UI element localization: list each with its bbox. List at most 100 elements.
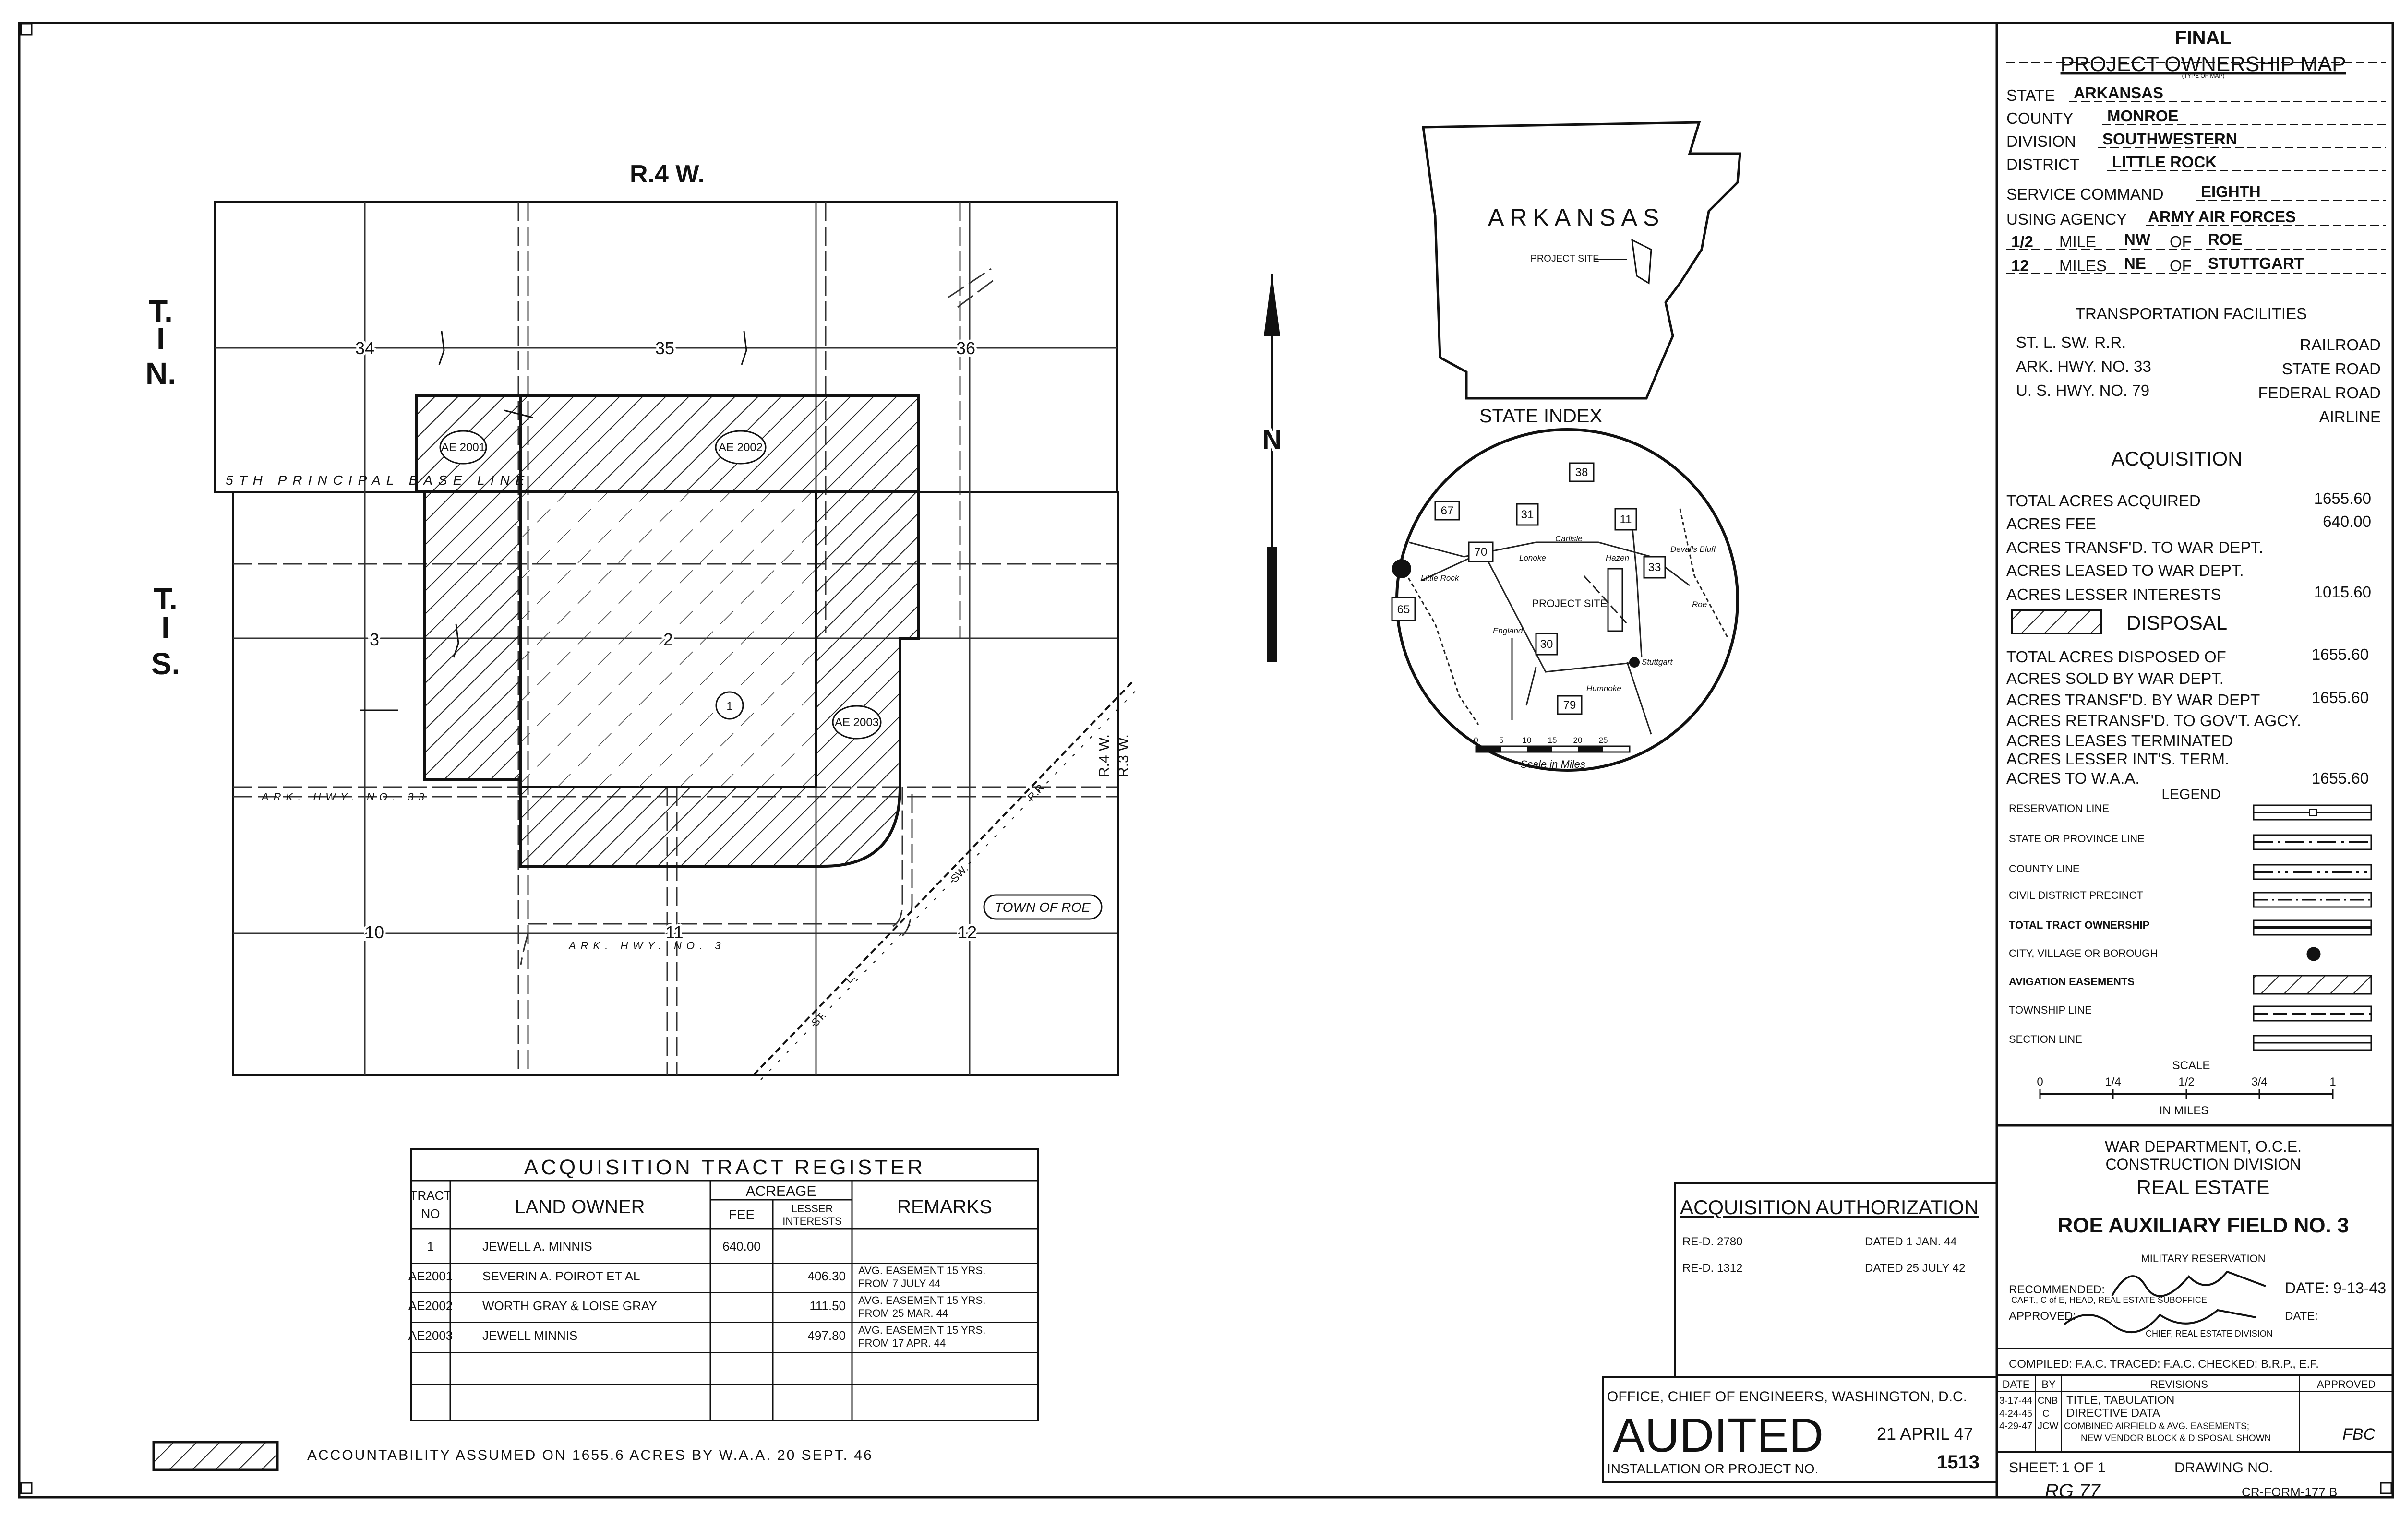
vic-scale-5: 5 [1499,736,1503,745]
route-67: 67 [1441,504,1454,517]
sheet-value: 1 OF 1 [2062,1460,2106,1476]
register-col-acreage: ACREAGE [746,1183,816,1199]
row-owner: JEWELL MINNIS [482,1328,577,1343]
disp-value-2: 1655.60 [2312,689,2369,706]
tb-loc2-dir: NE [2124,254,2146,272]
section-3: 3 [370,630,379,649]
route-31: 31 [1521,508,1534,521]
route-70: 70 [1475,546,1488,559]
transport-title: TRANSPORTATION FACILITIES [2076,305,2307,322]
rev-date-1: 4-24-45 [1999,1409,2032,1419]
disp-value-0: 1655.60 [2312,645,2369,663]
tract-label-1-circle [715,691,744,720]
disp-value-6: 1655.60 [2312,769,2369,787]
table-row: AE2003 JEWELL MINNIS 497.80 AVG. EASEMEN… [408,1324,986,1349]
base-line-label: 5TH PRINCIPAL BASE LINE [226,473,530,488]
row-lesser: 406.30 [807,1269,846,1283]
acquisition-rows: TOTAL ACRES ACQUIRED 1655.60 ACRES FEE 6… [2006,489,2371,603]
register-col-fee: FEE [729,1207,755,1222]
state-name: ARKANSAS [1488,204,1665,231]
rev-date-0: 3-17-44 [1999,1396,2032,1406]
rev-text-0: TITLE, TABULATION [2066,1394,2174,1407]
tb-district-label: DISTRICT [2006,155,2079,173]
rev-col-by: BY [2041,1378,2056,1390]
authorization-date-1: DATED 1 JAN. 44 [1865,1235,1957,1248]
highway-3-label: ARK. HWY. NO. 3 [568,940,725,952]
arkansas-outline [1422,121,1741,400]
tb-county-value: MONROE [2107,107,2179,125]
register-col-owner: LAND OWNER [515,1196,645,1218]
acq-label-3: ACRES LEASED TO WAR DEPT. [2006,561,2244,579]
row-owner: JEWELL A. MINNIS [482,1239,592,1253]
town-hazen: Hazen [1606,553,1629,562]
tb-loc2-of: OF [2170,257,2192,275]
township-north-dir: N. [145,356,176,391]
site-map: R.4 W. T. I N. T. I S. [145,160,1285,1080]
acq-label-2: ACRES TRANSF'D. TO WAR DEPT. [2006,538,2263,556]
tb-fields: STATE ARKANSAS COUNTY MONROE DIVISION SO… [2006,84,2304,275]
corner-mark-tl [20,23,33,36]
disp-label-0: TOTAL ACRES DISPOSED OF [2006,648,2226,666]
row-tract: AE2001 [408,1269,453,1283]
agency-line-1: WAR DEPARTMENT, O.C.E. [2105,1138,2302,1155]
state-index: ARKANSAS PROJECT SITE STATE INDEX [1422,121,1741,427]
tb-loc1-dir: NW [2124,230,2151,248]
tb-loc1-place: ROE [2208,230,2243,248]
recommended-title: CAPT., C of E, HEAD, REAL ESTATE SUBOFFI… [2011,1295,2207,1305]
authorization-date-2: DATED 25 JULY 42 [1865,1262,1965,1275]
form-number: CR-FORM-177 B [2242,1485,2337,1499]
rev-text-2: COMBINED AIRFIELD & AVG. EASEMENTS; [2064,1421,2249,1432]
disp-label-3: ACRES RETRANSF'D. TO GOV'T. AGCY. [2006,712,2301,729]
tb-county-label: COUNTY [2006,109,2073,127]
project-subtitle: MILITARY RESERVATION [2141,1253,2265,1265]
rev-text-1: DIRECTIVE DATA [2066,1407,2160,1420]
authorization-re-1: RE-D. 2780 [1682,1235,1742,1248]
disp-label-6: ACRES TO W.A.A. [2006,769,2140,787]
table-row: AE2001 SEVERIN A. POIROT ET AL 406.30 AV… [408,1265,986,1289]
acq-value-1: 640.00 [2323,513,2371,530]
tract-label-ae2003: AE 2003 [835,716,879,729]
highway-33-label: ARK. HWY. NO. 33 [261,791,429,803]
approved-title: CHIEF, REAL ESTATE DIVISION [2146,1329,2273,1338]
compiled-line: COMPILED: F.A.C. TRACED: F.A.C. CHECKED:… [2009,1358,2319,1371]
tb-command-label: SERVICE COMMAND [2006,185,2164,203]
township-north-num: I [156,322,165,356]
sheet-label: SHEET: [2009,1460,2059,1476]
corner-mark-bl [20,1482,33,1494]
tb-division-value: SOUTHWESTERN [2102,130,2237,148]
scale-tick-1: 1/4 [2105,1075,2121,1088]
tract-label-ae2002: AE 2002 [719,441,763,454]
disp-label-4: ACRES LEASES TERMINATED [2006,732,2233,750]
small-arrows [360,331,747,711]
legend-section: SECTION LINE [2009,1033,2082,1045]
authorization-title: ACQUISITION AUTHORIZATION [1680,1196,1979,1218]
table-row: AE2002 WORTH GRAY & LOISE GRAY 111.50 AV… [408,1294,986,1319]
legend-county: COUNTY LINE [2009,863,2080,875]
row-fee: 640.00 [722,1239,761,1253]
tract-label-ae2001-oval [439,430,487,465]
tract-outline [415,394,920,493]
title-block: FINAL PROJECT OWNERSHIP MAP (TYPE OF MAP… [1995,22,2394,1499]
legend-city: CITY, VILLAGE OR BOROUGH [2009,947,2158,959]
legend-reservation: RESERVATION LINE [2009,802,2109,814]
transport-name-0: ST. L. SW. R.R. [2016,334,2126,351]
scale-tick-2: 1/2 [2178,1075,2194,1088]
section-numbers: 34 35 36 3 2 10 11 12 [353,336,979,944]
disposal-title: DISPOSAL [2126,611,2227,634]
railroad-l: L. [843,971,858,986]
acq-label-0: TOTAL ACRES ACQUIRED [2006,492,2201,510]
section-10: 10 [365,922,384,942]
vic-scale-15: 15 [1548,736,1557,745]
scale-tick-0: 0 [2037,1075,2043,1088]
legend-state: STATE OR PROVINCE LINE [2009,833,2145,845]
tb-district-value: LITTLE ROCK [2112,153,2217,171]
route-30: 30 [1540,638,1553,651]
vic-scale-10: 10 [1523,736,1532,745]
legend-civil: CIVIL DISTRICT PRECINCT [2009,889,2143,901]
accountability-note: ACCOUNTABILITY ASSUMED ON 1655.6 ACRES B… [307,1447,873,1463]
row-remarks-2: FROM 17 APR. 44 [858,1337,946,1349]
transport-type-1: STATE ROAD [2282,360,2381,378]
tract-label-ae2002-oval [715,430,767,465]
row-owner: WORTH GRAY & LOISE GRAY [482,1299,657,1313]
